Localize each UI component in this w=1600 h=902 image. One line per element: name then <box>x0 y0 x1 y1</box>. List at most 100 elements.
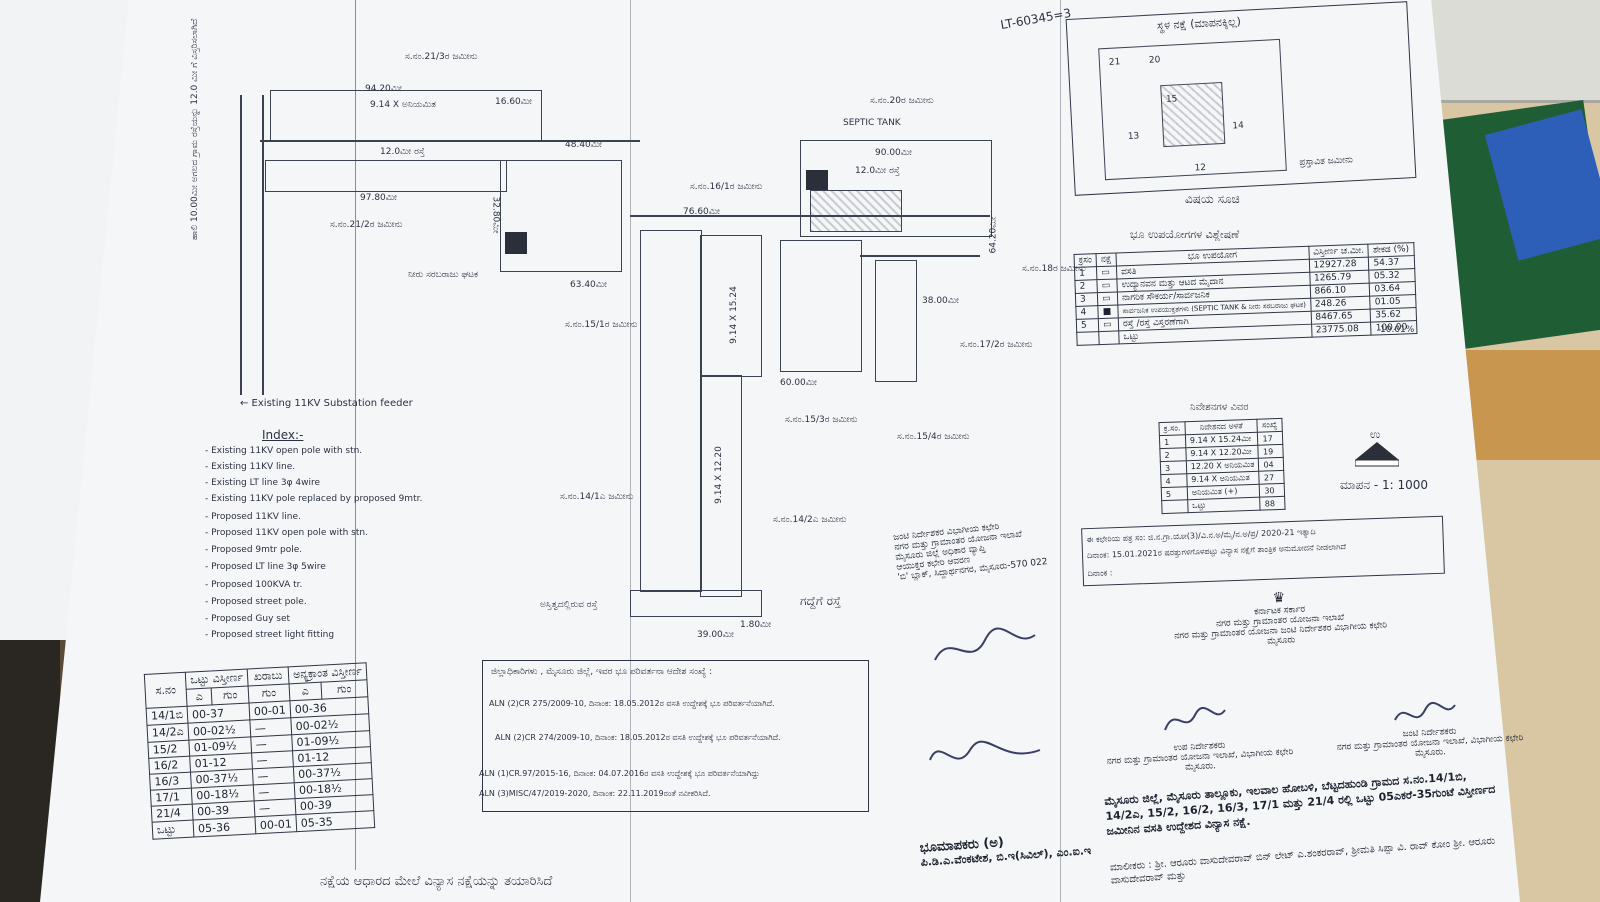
dimension: 48.40ಮೀ <box>565 140 602 150</box>
dimension: 63.40ಮೀ <box>570 280 607 290</box>
survey-label: ಸ.ನಂ.20ರ ಜಮೀನು <box>870 96 934 106</box>
dimension: 9.14 X 15.24 <box>728 286 739 344</box>
cell: 4 <box>1075 305 1099 320</box>
approval-stamp: ದಿನಾಂಕ : <box>1087 568 1113 579</box>
survey-label: ಸ.ನಂ.14/1ಎ ಜಮೀನು <box>560 492 634 502</box>
cell: 14/2ಎ <box>147 723 189 743</box>
plot-block-col3 <box>780 240 862 372</box>
sites-title: ನಿವೇಶನಗಳ ವಿವರ <box>1190 402 1249 413</box>
key-map-num: 21 <box>1108 57 1121 68</box>
plot-block-park <box>800 140 992 237</box>
layout-plan-sheet <box>40 0 1520 902</box>
conversion-box: ಜಿಲ್ಲಾಧಿಕಾರಿಗಳು , ಮೈಸೂರು ಜಿಲ್ಲೆ, ಇವರ ಭೂ … <box>479 660 869 812</box>
septic-tank-symbol <box>806 170 828 190</box>
bottom-note: ನಕ್ಷೆಯ ಆಧಾರದ ಮೇಲೆ ವಿನ್ಯಾಸ ನಕ್ಷೆಯನ್ನು ತಯಾ… <box>320 874 553 889</box>
key-map-num: 20 <box>1148 55 1161 66</box>
dimension: 9.14 X 12.20 <box>713 446 724 504</box>
key-map-proposed <box>1160 81 1226 148</box>
cell: 1 <box>1074 266 1098 281</box>
survey-label: ಸ.ನಂ.14/2ಎ ಜಮೀನು <box>773 515 847 525</box>
cell: 2 <box>1074 279 1098 294</box>
road-left <box>240 95 242 395</box>
cell: ಒಟ್ಟು <box>1187 497 1261 513</box>
table-subheader: ಎ <box>186 687 213 707</box>
cell: 23775.08 <box>1311 322 1372 338</box>
conversion-heading: ಜಿಲ್ಲಾಧಿಕಾರಿಗಳು , ಮೈಸೂರು ಜಿಲ್ಲೆ, ಇವರ ಭೂ … <box>491 667 713 677</box>
dimension: 76.60ಮೀ <box>683 207 720 217</box>
cell: 00-01 <box>248 700 291 720</box>
table-header: ಕ್ರ.ಸಂ. <box>1158 421 1186 436</box>
signature-2 <box>929 740 1041 761</box>
cell: 05-36 <box>193 816 256 838</box>
cell: 00-01 <box>254 814 297 834</box>
cell <box>1076 331 1100 346</box>
dimension: 16.60ಮೀ <box>495 97 532 107</box>
scale-label: ಮಾಪನ - 1: 1000 <box>1340 478 1429 492</box>
cell: 4 <box>1160 473 1188 488</box>
legend-item: - Existing 11KV open pole with stn. <box>205 446 363 456</box>
plot-block-col2 <box>700 235 762 377</box>
key-map-title: ಸ್ಥಳ ನಕ್ಷೆ (ಮಾಪನಕ್ಕಿಲ್ಲ) <box>1156 14 1242 33</box>
printer-machine <box>1430 0 1600 103</box>
dimension: 94.20ಮೀ <box>365 84 402 94</box>
map-swatch: ▭ <box>1097 278 1118 293</box>
fold-line <box>355 0 356 870</box>
fold-line <box>630 0 631 902</box>
survey-label: ಸ.ನಂ.18ರ ಜಮೀನು <box>1022 264 1086 274</box>
side-percentage: 10.01% <box>1380 325 1415 335</box>
conversion-line: ALN (3)MISC/47/2019-2020, ದಿನಾಂಕ: 22.11.… <box>479 789 711 798</box>
exist-road-label: ಅಸ್ತಿತ್ವದಲ್ಲಿರುವ ರಸ್ತೆ <box>540 600 598 610</box>
cell: 05-35 <box>295 810 375 832</box>
road-left-2 <box>262 95 264 395</box>
legend-item: - Proposed 11KV open pole with stn. <box>205 528 368 538</box>
legend-item: - Proposed street light fitting <box>205 630 335 640</box>
legend-item: - Existing 11KV line. <box>205 462 296 472</box>
signature-3 <box>1164 707 1226 731</box>
dimension: 12.0ಮೀ ರಸ್ತೆ <box>380 147 425 157</box>
key-map-num: 14 <box>1232 120 1245 132</box>
conversion-line: ALN (1)CR.97/2015-16, ದಿನಾಂಕ: 04.07.2016… <box>479 769 760 778</box>
fold-line <box>1060 0 1061 902</box>
plot-block-lower <box>700 375 742 597</box>
key-map-proposed-label: ಪ್ರಸ್ತಾವಿತ ಜಮೀನು <box>1299 155 1354 169</box>
north-label: ಉ <box>1370 428 1381 441</box>
plot-block-mid <box>265 160 507 192</box>
plot-block-bottom <box>630 590 762 617</box>
legend-item: - Existing 11KV pole replaced by propose… <box>205 494 423 504</box>
dimension: 9.14 X ಅನಿಯಮಿತ <box>370 100 436 110</box>
table-header: ಖರಾಬು <box>247 666 289 687</box>
survey-label: ಸ.ನಂ.15/1ರ ಜಮೀನು <box>565 320 638 330</box>
dimension: 12.0ಮೀ ರಸ್ತೆ <box>855 166 900 176</box>
table-subheader: ಗುಂ <box>248 683 290 703</box>
legend-item: - Proposed Guy set <box>205 614 291 624</box>
cell: 19 <box>1258 444 1283 459</box>
key-map-num: 13 <box>1127 131 1140 142</box>
dimension: 64.20ಮೀ <box>988 216 999 254</box>
road-east <box>860 255 980 257</box>
cell: 14/1ಬಿ <box>146 706 189 726</box>
cell: 30 <box>1259 483 1285 498</box>
survey-label: ಸ.ನಂ.15/4ರ ಜಮೀನು <box>897 432 970 442</box>
cell: 04 <box>1258 457 1284 472</box>
table-header: ಸ.ನಂ <box>144 672 188 709</box>
road-mid <box>630 215 990 217</box>
plot-block-col4 <box>875 260 917 382</box>
table-header: ಸಂಖ್ಯೆ <box>1257 418 1282 433</box>
plot-block-column <box>640 230 702 592</box>
table-subheader: ಎ <box>288 682 322 701</box>
legend-item: - Proposed 11KV line. <box>205 512 301 522</box>
map-swatch: ■ <box>1098 304 1119 319</box>
area-table: ಸ.ನಂ ಒಟ್ಟು ವಿಸ್ತೀರ್ಣ ಖರಾಬು ಅನ್ಯಕ್ರಾಂತ ವಿ… <box>144 662 375 840</box>
cell: 2 <box>1159 447 1187 462</box>
road-top <box>260 140 640 142</box>
cell: 3 <box>1160 460 1187 475</box>
legend-item: - Proposed LT line 3φ 5wire <box>205 562 326 572</box>
cell: ಒಟ್ಟು <box>152 820 195 840</box>
dimension: 1.80ಮೀ <box>740 620 772 630</box>
water-label: ನೀರು ಸರಬರಾಜು ಘಟಕ <box>408 270 479 280</box>
cell: — <box>249 717 292 737</box>
map-swatch: ▭ <box>1098 317 1119 332</box>
survey-label: ಸ.ನಂ.16/1ರ ಜಮೀನು <box>690 182 763 192</box>
signature-4 <box>1394 702 1456 721</box>
land-use-legend-title: ವಿಷಯ ಸೂಚಿ <box>1185 192 1240 206</box>
